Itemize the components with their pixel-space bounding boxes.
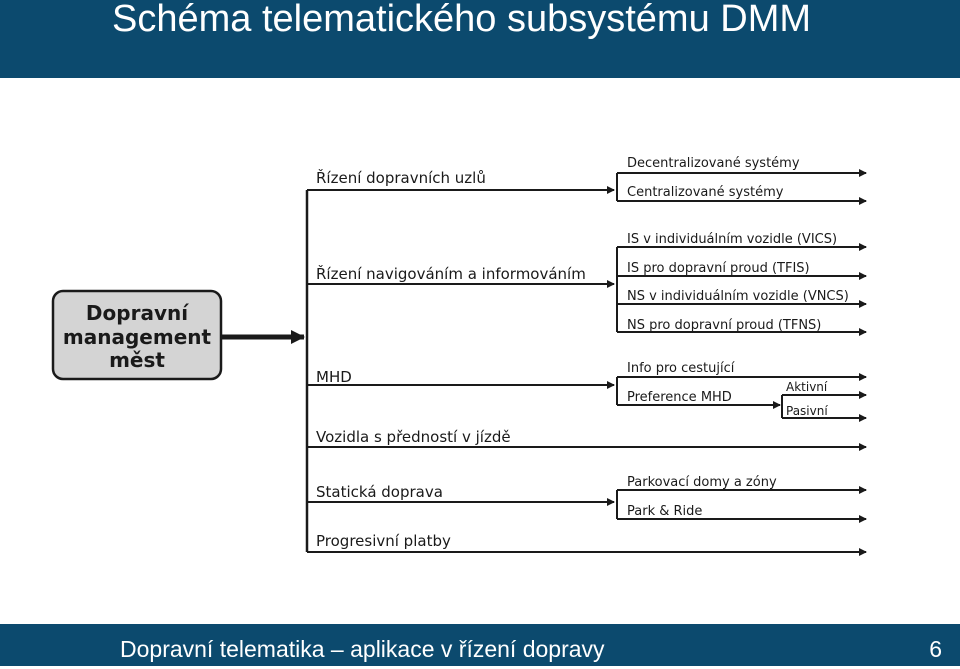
b2-child-4-label: NS pro dopravní proud (TFNS) (627, 318, 821, 333)
b3-grandchild-2-label: Pasivní (786, 404, 828, 418)
branch-6-label: Progresivní platby (316, 532, 451, 550)
b5-child-2-label: Park & Ride (627, 504, 702, 519)
root-line-1: Dopravní (86, 301, 189, 325)
b1-child-1-label: Decentralizované systémy (627, 156, 800, 171)
branch-5-label: Statická doprava (316, 483, 443, 501)
b3-grandchild-1-label: Aktivní (786, 380, 828, 394)
b2-child-1-label: IS v individuálním vozidle (VICS) (627, 232, 837, 247)
footer-bar: Dopravní telematika – aplikace v řízení … (0, 624, 960, 666)
footer-title: Dopravní telematika – aplikace v řízení … (120, 636, 605, 662)
b3-child-2-label: Preference MHD (627, 390, 732, 405)
page-number: 6 (929, 636, 942, 662)
branch-2-label: Řízení navigováním a informováním (316, 264, 586, 283)
title-bar: Schéma telematického subsystému DMM (0, 0, 960, 78)
branch-4-label: Vozidla s předností v jízdě (316, 428, 511, 446)
branch-3-label: MHD (316, 368, 352, 386)
root-line-3: měst (109, 348, 165, 372)
b5-child-1-label: Parkovací domy a zóny (627, 475, 777, 490)
b3-child-1-label: Info pro cestující (627, 361, 735, 376)
root-line-2: management (63, 325, 212, 349)
branch-1-label: Řízení dopravních uzlů (316, 168, 486, 187)
b1-child-2-label: Centralizované systémy (627, 185, 784, 200)
b2-child-2-label: IS pro dopravní proud (TFIS) (627, 261, 810, 276)
slide-title: Schéma telematického subsystému DMM (112, 0, 812, 40)
b2-child-3-label: NS v individuálním vozidle (VNCS) (627, 289, 849, 304)
